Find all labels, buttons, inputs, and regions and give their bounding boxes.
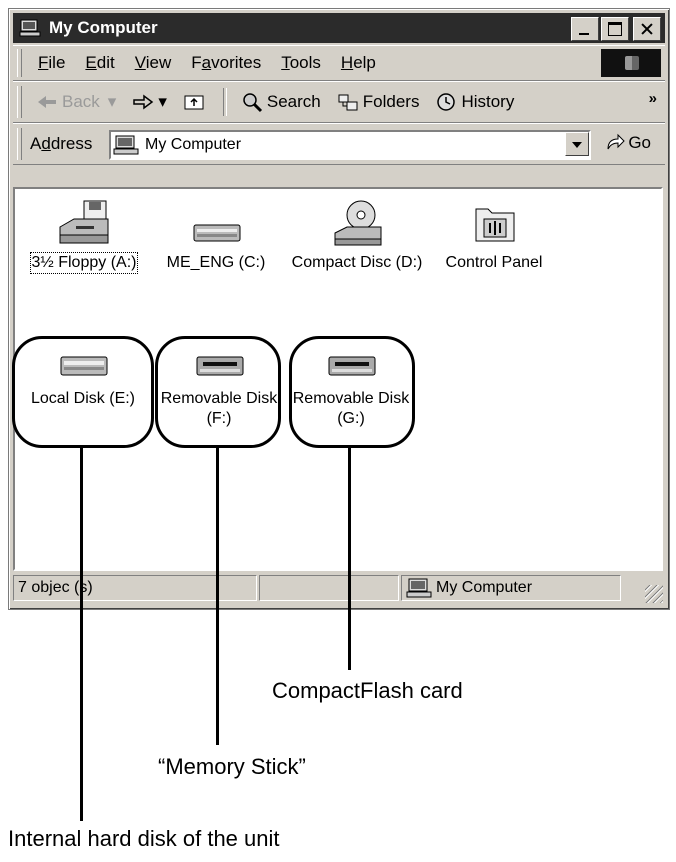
hard-disk-icon <box>15 349 151 383</box>
control-panel-icon <box>429 199 559 247</box>
back-button[interactable]: Back ▾ <box>36 91 116 113</box>
up-folder-icon <box>183 91 205 113</box>
item-label: ME_ENG (C:) <box>166 254 266 271</box>
annotation-compactflash: CompactFlash card <box>272 678 463 703</box>
my-computer-window: My Computer File Edit View Favorites Too… <box>8 8 670 610</box>
menu-view[interactable]: View <box>134 53 172 72</box>
address-bar: Address My Computer Go <box>13 123 665 165</box>
maximize-button[interactable] <box>601 17 629 41</box>
cd-drive-icon <box>289 199 425 247</box>
menu-favorites[interactable]: Favorites <box>191 53 262 72</box>
item-label: Removable Disk (G:) <box>292 390 410 427</box>
toolbar-grip[interactable] <box>17 86 22 118</box>
drive-c-hard-disk[interactable]: ME_ENG (C:) <box>151 199 281 273</box>
history-icon <box>435 91 457 113</box>
drive-g-removable-disk[interactable]: Removable Disk (G:) <box>287 349 415 429</box>
floppy-drive-icon <box>19 199 149 247</box>
item-label: Control Panel <box>445 254 543 271</box>
drive-d-compact-disc[interactable]: Compact Disc (D:) <box>289 199 425 273</box>
object-count: 7 objec (s) <box>13 575 257 601</box>
search-icon <box>241 91 263 113</box>
removable-disk-icon <box>287 349 415 383</box>
address-input[interactable]: My Computer <box>109 130 591 160</box>
callout-ring-memory-stick <box>155 336 281 448</box>
item-label: Compact Disc (D:) <box>291 254 423 271</box>
history-button[interactable]: History <box>435 91 514 113</box>
drive-a-floppy[interactable]: 3½ Floppy (A:) <box>19 199 149 274</box>
go-arrow-icon <box>605 133 626 153</box>
addressbar-grip[interactable] <box>17 128 22 160</box>
folders-button[interactable]: Folders <box>337 91 419 113</box>
minimize-button[interactable] <box>571 17 599 41</box>
address-value: My Computer <box>145 136 242 153</box>
status-location: My Computer <box>401 575 621 601</box>
go-button[interactable]: Go <box>605 133 651 153</box>
back-arrow-icon <box>36 91 58 113</box>
computer-icon <box>19 19 41 37</box>
leader-line-compactflash <box>348 445 351 670</box>
menu-help[interactable]: Help <box>340 53 376 72</box>
window-controls <box>571 17 661 41</box>
toolbar-more-chevron[interactable]: » <box>648 90 657 107</box>
item-label: Removable Disk (F:) <box>160 390 278 427</box>
drive-list-view[interactable]: 3½ Floppy (A:) ME_ENG (C:) Compact Disc … <box>13 187 663 571</box>
menubar-grip[interactable] <box>17 49 22 77</box>
menu-tools[interactable]: Tools <box>281 53 321 72</box>
folders-icon <box>337 91 359 113</box>
up-folder-button[interactable] <box>183 91 209 113</box>
drive-e-local-disk[interactable]: Local Disk (E:) <box>15 349 151 409</box>
computer-icon <box>113 135 139 155</box>
back-dropdown-icon[interactable]: ▾ <box>107 92 117 111</box>
callout-ring-compactflash <box>289 336 415 448</box>
item-label: Local Disk (E:) <box>30 390 136 407</box>
status-pane-empty <box>259 575 399 601</box>
window-title: My Computer <box>49 18 158 37</box>
leader-line-memory-stick <box>216 445 219 745</box>
removable-disk-icon <box>155 349 283 383</box>
annotation-memory-stick: “Memory Stick” <box>158 754 306 779</box>
forward-dropdown-icon[interactable]: ▾ <box>158 92 167 111</box>
computer-icon <box>406 578 432 598</box>
address-label: Address <box>30 134 93 153</box>
close-button[interactable] <box>633 17 661 41</box>
address-dropdown-button[interactable] <box>565 132 589 156</box>
forward-arrow-icon <box>132 91 154 113</box>
menu-file[interactable]: File <box>38 53 66 72</box>
standard-toolbar: Back ▾ ▾ Search Folders <box>13 81 665 123</box>
search-button[interactable]: Search <box>241 91 321 113</box>
callout-ring-local-disk <box>12 336 154 448</box>
item-label: 3½ Floppy (A:) <box>29 252 139 274</box>
status-bar: 7 objec (s) My Computer <box>13 573 665 605</box>
resize-grip[interactable] <box>645 585 663 603</box>
windows-logo-icon <box>601 49 661 77</box>
menu-edit[interactable]: Edit <box>85 53 115 72</box>
toolbar-separator <box>222 88 227 116</box>
hard-disk-icon <box>151 199 281 247</box>
control-panel[interactable]: Control Panel <box>429 199 559 273</box>
forward-button[interactable]: ▾ <box>132 91 167 113</box>
drive-f-removable-disk[interactable]: Removable Disk (F:) <box>155 349 283 429</box>
leader-line-hard-disk <box>80 445 83 821</box>
annotation-internal-hard-disk: Internal hard disk of the unit <box>8 826 280 851</box>
title-bar[interactable]: My Computer <box>13 13 665 43</box>
menu-bar: File Edit View Favorites Tools Help <box>13 45 665 81</box>
